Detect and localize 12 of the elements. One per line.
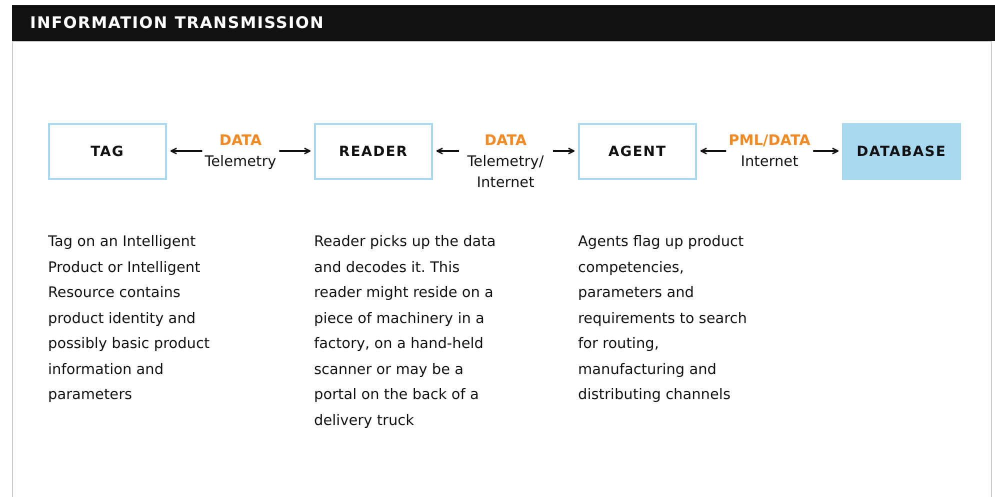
node-label: TAG bbox=[90, 144, 124, 160]
node-label: AGENT bbox=[608, 144, 667, 160]
description-text: Reader picks up the data and decodes it. This reader might reside on a piece of machinery in a factory, on a hand-held scanner or may be a portal on the back of a delivery truck bbox=[314, 233, 497, 430]
database-box bbox=[842, 123, 961, 180]
description-text: Agents flag up product competencies, parameters and requirements to search for routing, manufacturing and distributing channels bbox=[578, 233, 748, 405]
description-text: Tag on an Intelligent Product or Intelligent Resource contains product identity and possibly basic product information and parameters bbox=[48, 233, 211, 405]
node-label: READER bbox=[338, 144, 408, 160]
node-label: DATABASE bbox=[856, 144, 946, 160]
process-box bbox=[578, 123, 697, 180]
process-box bbox=[48, 123, 167, 180]
title-bar: INFORMATION TRANSMISSION bbox=[12, 5, 995, 41]
process-box bbox=[314, 123, 433, 180]
